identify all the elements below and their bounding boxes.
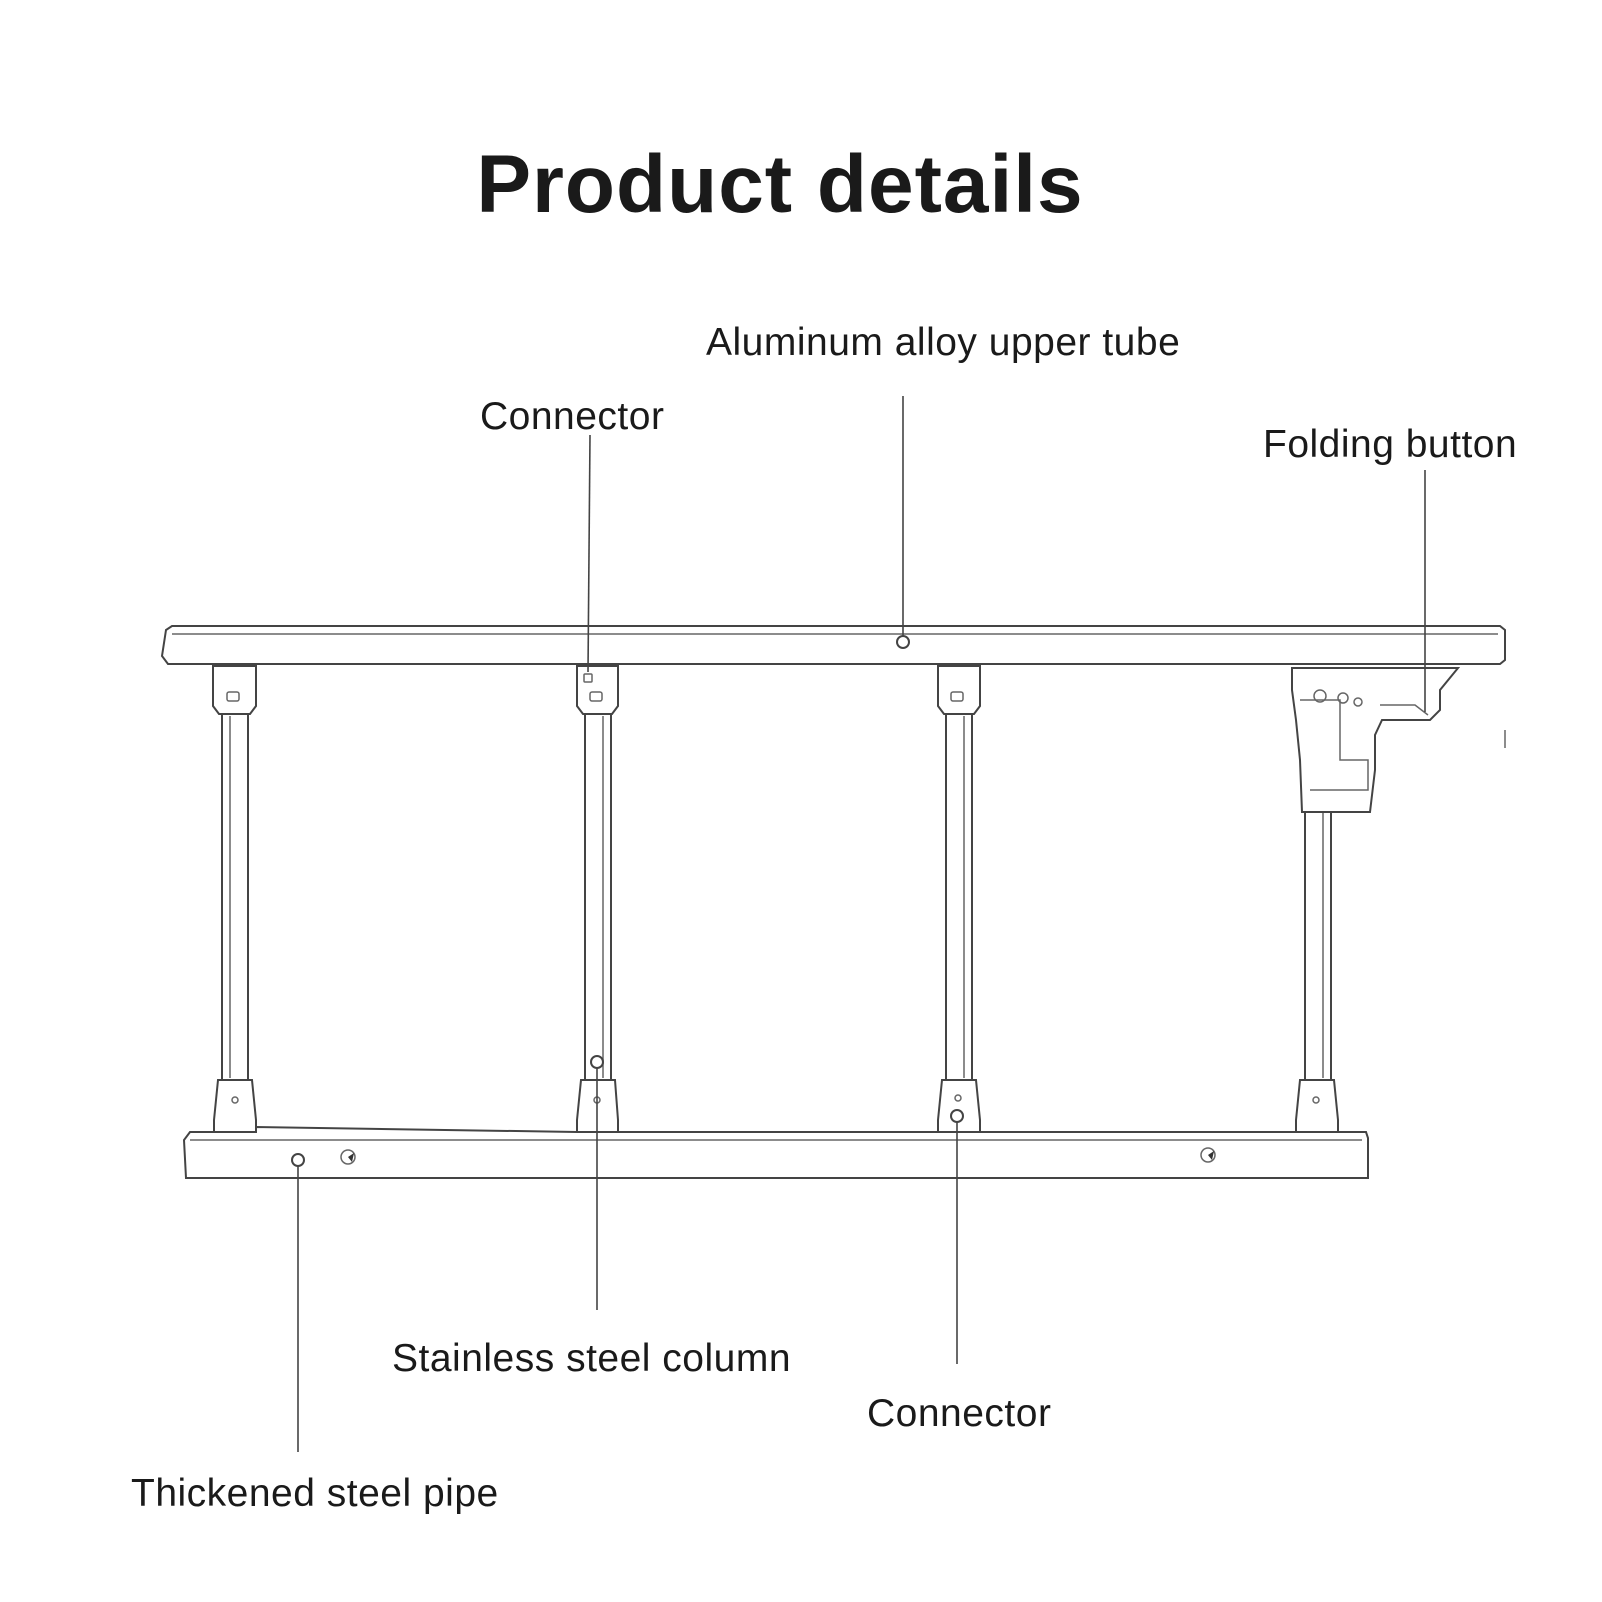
upper-tube	[160, 625, 1506, 665]
leader-upper-tube	[896, 396, 910, 649]
label-connector-bottom: Connector	[867, 1392, 1052, 1435]
top-connector-2	[576, 665, 619, 715]
column-2	[584, 713, 612, 1081]
label-upper-tube: Aluminum alloy upper tube	[706, 321, 1181, 364]
label-connector-top: Connector	[480, 395, 665, 438]
bottom-connector-4	[1295, 1079, 1339, 1135]
column-3	[945, 713, 973, 1081]
top-connector-3	[937, 665, 981, 715]
label-folding-button: Folding button	[1263, 423, 1518, 466]
label-stainless-column: Stainless steel column	[392, 1337, 792, 1380]
lower-pipe	[182, 1125, 1369, 1179]
bottom-connector-1	[213, 1079, 257, 1135]
leader-connector-bottom	[950, 1109, 964, 1364]
label-steel-pipe: Thickened steel pipe	[131, 1472, 499, 1515]
bottom-connector-3	[937, 1079, 981, 1135]
page-title: Product details	[476, 139, 1084, 230]
top-connector-1	[212, 665, 257, 715]
folding-bracket	[1291, 667, 1506, 813]
leader-steel-pipe	[291, 1153, 305, 1452]
leader-connector-top	[587, 434, 591, 673]
leader-stainless-column	[590, 1055, 604, 1310]
column-1	[221, 713, 249, 1081]
column-4	[1304, 804, 1332, 1081]
